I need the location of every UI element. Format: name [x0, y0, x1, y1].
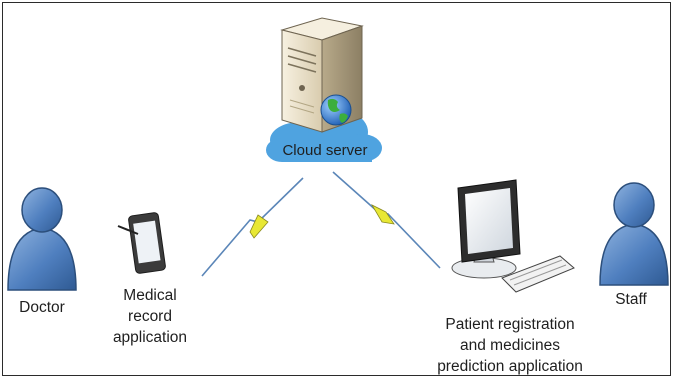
label-line: Patient registration: [445, 316, 575, 333]
link-server-to-medical-app: [201, 177, 304, 277]
label-line: record: [128, 308, 172, 325]
staff-label: Staff: [615, 291, 647, 308]
desktop-computer-icon: [451, 179, 575, 293]
lightning-icon: [249, 214, 269, 239]
label-line: application: [112, 329, 188, 346]
server-tower-icon: [280, 17, 364, 133]
label-line: prediction application: [437, 358, 583, 375]
link-server-to-patient-app: [332, 171, 441, 269]
doctor-person-icon: [7, 187, 77, 291]
cloud-server-label: Cloud server: [282, 142, 368, 159]
patient-app-label: Patient registration and medicines predi…: [405, 314, 615, 377]
keyboard-icon: [501, 255, 575, 293]
doctor-label: Doctor: [19, 299, 65, 316]
lightning-icon: [370, 204, 395, 225]
label-line: Medical: [123, 287, 177, 304]
label-line: and medicines: [460, 337, 560, 354]
staff-person-icon: [599, 182, 669, 286]
tablet-device-icon: [117, 212, 166, 274]
medical-record-app-label: Medical record application: [90, 285, 210, 348]
globe-icon: [320, 94, 352, 126]
cloud-server: [266, 17, 382, 162]
